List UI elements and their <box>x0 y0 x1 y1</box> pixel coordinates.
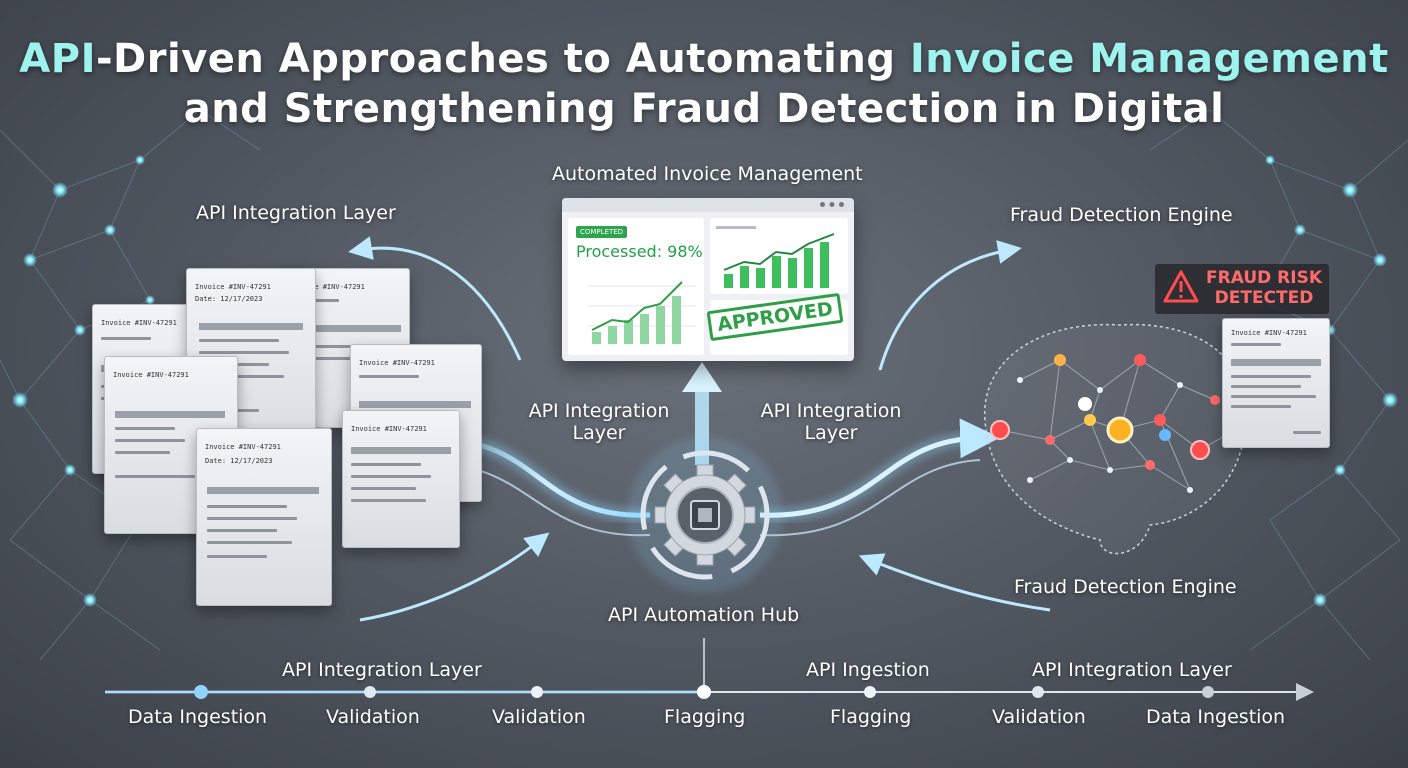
fraud-alert-line2: DETECTED <box>1214 288 1314 308</box>
label-right-bottom: Fraud Detection Engine <box>1014 576 1237 598</box>
invoice-heading: Invoice #INV-47291 <box>195 283 271 291</box>
invoice-heading: Invoice #INV-47291 <box>101 319 177 327</box>
invoice-document: Invoice #INV-47291 Date: 12/17/2023 <box>196 428 332 606</box>
timeline-upper-label: API Integration Layer <box>282 659 482 681</box>
title-middle: -Driven Approaches to Automating <box>95 36 910 82</box>
invoice-heading: Invoice #INV-47291 <box>205 443 281 451</box>
timeline-stage-label: Validation <box>992 706 1086 728</box>
invoice-heading: Invoice #INV-47291 <box>359 359 435 367</box>
trend-bar-chart <box>723 233 835 288</box>
title-api: API <box>19 36 96 82</box>
timeline-dots <box>194 685 1214 699</box>
processed-panel: COMPLETED Processed: 98% <box>568 218 704 355</box>
label-mid-left: API Integration Layer <box>528 400 670 444</box>
timeline-stage-label: Validation <box>492 706 586 728</box>
automation-hub-gear <box>627 437 783 593</box>
timeline-upper-label: API Integration Layer <box>1032 659 1232 681</box>
timeline-stage-label: Flagging <box>830 706 912 728</box>
label-mid-right: API Integration Layer <box>760 400 902 444</box>
processed-value: Processed: 98% <box>576 242 703 261</box>
warning-icon <box>1163 270 1199 303</box>
invoice-document: Invoice #INV-47291 <box>342 410 460 548</box>
network-nodes <box>12 155 1398 607</box>
invoice-date: Date: 12/17/2023 <box>205 457 273 465</box>
timeline-stage-label: Data Ingestion <box>1146 706 1286 728</box>
invoice-date: Date: 12/17/2023 <box>195 295 263 303</box>
label-hub: API Automation Hub <box>608 604 800 626</box>
trend-panel <box>710 218 848 294</box>
label-center-top: Automated Invoice Management <box>552 163 863 185</box>
label-right-top: Fraud Detection Engine <box>1010 204 1233 226</box>
fraud-alert-line1: FRAUD RISK <box>1205 268 1322 288</box>
page-title-line2: and Strengthening Fraud Detection in Dig… <box>183 86 1225 132</box>
processed-bar-chart <box>588 281 696 344</box>
title-invoice-management: Invoice Management <box>909 36 1389 82</box>
curved-arrows <box>348 236 1051 622</box>
invoice-heading: Invoice #INV-47291 <box>351 425 427 433</box>
timeline-stage-label: Validation <box>326 706 420 728</box>
timeline-upper-label: API Ingestion <box>806 659 930 681</box>
completed-badge: COMPLETED <box>576 226 628 238</box>
invoice-dashboard: COMPLETED Processed: 98% APPROVED <box>562 198 854 361</box>
invoice-heading: Invoice #INV-47291 <box>1231 329 1307 337</box>
fraud-alert-banner: FRAUD RISK DETECTED <box>1155 264 1329 314</box>
flagged-invoice-document: Invoice #INV-47291 <box>1222 318 1330 448</box>
label-left-top: API Integration Layer <box>196 202 396 224</box>
timeline-stage-label: Data Ingestion <box>128 706 268 728</box>
page-title: API-Driven Approaches to Automating Invo… <box>0 36 1408 82</box>
brain-network <box>984 323 1247 555</box>
invoice-heading: Invoice #INV-47291 <box>289 283 365 291</box>
invoice-heading: Invoice #INV-47291 <box>113 371 189 379</box>
timeline-stage-label: Flagging <box>664 706 746 728</box>
